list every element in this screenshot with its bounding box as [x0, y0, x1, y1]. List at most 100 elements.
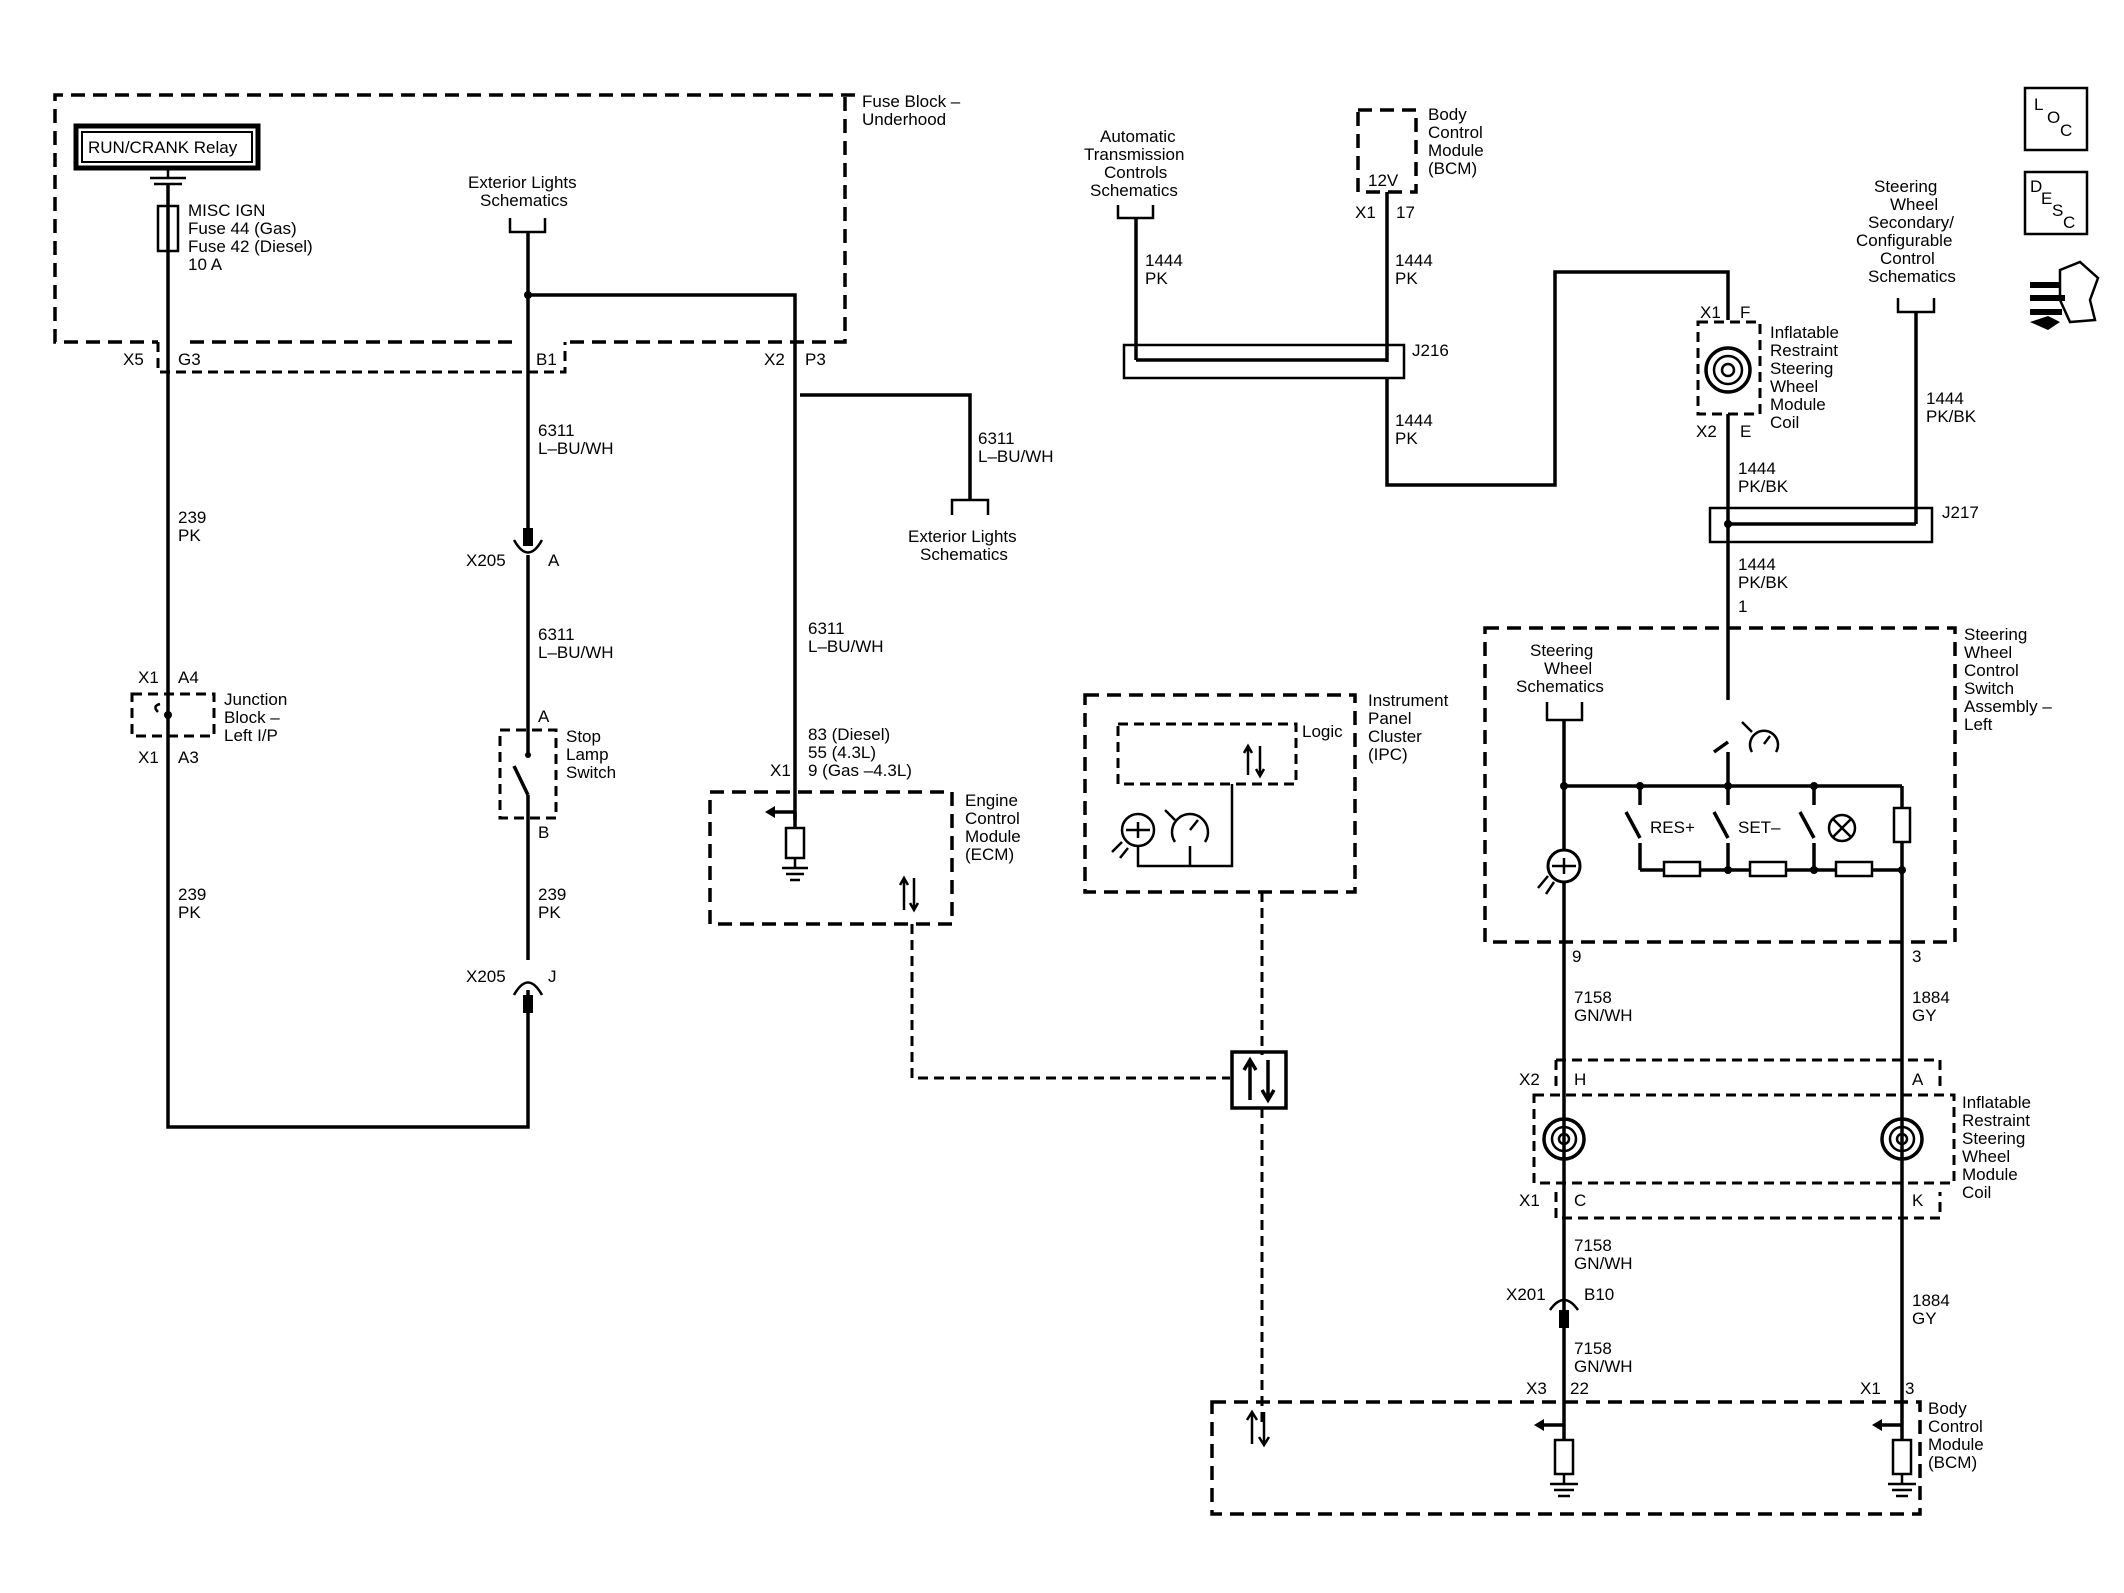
label-coil-top-name-5: Coil [1770, 413, 1799, 432]
label-wires-w6311-d-0: 6311 [808, 619, 845, 638]
label-bcm-top-name-2: Module [1428, 141, 1484, 160]
label-wires-w6311-a-1: L–BU/WH [538, 439, 614, 458]
label-fuse-block-pins-g3: G3 [178, 350, 201, 369]
label-wires-w239-top-1: PK [178, 526, 201, 545]
serial-data-splice-icon [1230, 1050, 1288, 1110]
label-wires-w239-top-0: 239 [178, 508, 206, 527]
label-x205j-pin: J [548, 967, 557, 986]
label-ext-lights-bottom-0: Exterior Lights [908, 527, 1017, 546]
label-ipc-name-2: Cluster [1368, 727, 1422, 746]
label-fuse-block-pins-x5: X5 [123, 350, 144, 369]
junction-block-left-ip: X1 A4 X1 A3 Junction Block – Left I/P [130, 668, 287, 767]
exterior-lights-ref-top[interactable]: Exterior Lights Schematics [468, 173, 577, 234]
label-wires-w7158-b-0: 7158 [1574, 1236, 1612, 1255]
label-ecm-name-0: Engine [965, 791, 1018, 810]
label-coil-top-name-2: Steering [1770, 359, 1833, 378]
label-wires-w239-bot-1: PK [178, 903, 201, 922]
label-sw-assembly-name-3: Switch [1964, 679, 2014, 698]
label-fuse-block-title2: Underhood [862, 110, 946, 129]
cruise-set-icon [1741, 721, 1780, 753]
cancel-switch-icon [1827, 813, 1857, 843]
label-coil-top-x1: X1 [1700, 303, 1721, 322]
label-fuse-block-fuse-2: Fuse 42 (Diesel) [188, 237, 313, 256]
label-wires-w1444-tcm-0: 1444 [1145, 251, 1183, 270]
label-sw-assembly-pin9: 9 [1572, 947, 1581, 966]
label-wires-w6311-c-0: 6311 [978, 429, 1015, 448]
label-tcm-ref-0: Automatic [1100, 127, 1176, 146]
label-sw-schematics-1: Wheel [1544, 659, 1592, 678]
inflatable-restraint-coil-top: X1 F X2 E Inflatable Restraint Steering … [1696, 303, 1839, 441]
label-wires-w1444-secondary-1: PK/BK [1926, 407, 1977, 426]
label-bcm-bottom-name-2: Module [1928, 1435, 1984, 1454]
loc-icon[interactable]: L O C [2023, 86, 2089, 152]
label-sw-assembly-pin3: 3 [1912, 947, 1921, 966]
label-ecm-pins-0: 83 (Diesel) [808, 725, 890, 744]
label-stop-lamp-name-1: Lamp [566, 745, 609, 764]
label-sw-assembly-res: RES+ [1650, 818, 1695, 837]
label-fuse-block-pins-x2: X2 [764, 350, 785, 369]
label-x205a-conn: X205 [466, 551, 506, 570]
label-icons-desc-1: E [2041, 189, 2052, 208]
label-icons-loc-1: O [2047, 108, 2060, 127]
label-stop-lamp-name-0: Stop [566, 727, 601, 746]
steering-wheel-schematics-ref[interactable]: Steering Wheel Schematics [1516, 641, 1604, 722]
connector-tool-icon[interactable] [2030, 260, 2100, 330]
label-wires-w1884-a-1: GY [1912, 1006, 1937, 1025]
label-wires-w239-mid-1: PK [538, 903, 561, 922]
label-bcm-top-x1: X1 [1355, 203, 1376, 222]
label-tcm-ref-1: Transmission [1084, 145, 1184, 164]
label-wires-w6311-b-1: L–BU/WH [538, 643, 614, 662]
label-ext-lights-top-1: Schematics [480, 191, 568, 210]
label-tcm-ref-3: Schematics [1090, 181, 1178, 200]
label-wires-w1444-j216-0: 1444 [1395, 411, 1433, 430]
label-fuse-block-relay: RUN/CRANK Relay [88, 138, 238, 157]
label-ipc-name-1: Panel [1368, 709, 1411, 728]
steering-wheel-secondary-ref[interactable]: Steering Wheel Secondary/ Configurable C… [1856, 177, 1956, 314]
desc-icon[interactable]: D E S C [2023, 170, 2089, 236]
label-bcm-bottom-x3: X3 [1526, 1379, 1547, 1398]
label-wires-w1444-tcm-1: PK [1145, 269, 1168, 288]
label-sw-secondary-4: Control [1880, 249, 1935, 268]
label-ipc-logic: Logic [1302, 722, 1343, 741]
label-fuse-block-fuse-1: Fuse 44 (Gas) [188, 219, 297, 238]
label-icons-desc-2: S [2052, 201, 2063, 220]
label-coil-bottom-x2: X2 [1519, 1070, 1540, 1089]
label-fuse-block-title1: Fuse Block – [862, 92, 961, 111]
label-wires-w1444-j217-0: 1444 [1738, 555, 1776, 574]
splice-j216: J216 [1122, 341, 1449, 380]
label-icons-desc-3: C [2063, 213, 2075, 232]
connector-x205-j: X205 J [466, 967, 557, 1013]
splice-j217: J217 [1708, 503, 1979, 544]
label-wires-w1884-b-1: GY [1912, 1309, 1937, 1328]
label-ecm-pins-2: 9 (Gas –4.3L) [808, 761, 912, 780]
label-icons-loc-2: C [2060, 121, 2072, 140]
label-j216: J216 [1412, 341, 1449, 360]
label-coil-bottom-name-5: Coil [1962, 1183, 1991, 1202]
label-sw-assembly-name-0: Steering [1964, 625, 2027, 644]
label-wires-w1444-j216-1: PK [1395, 429, 1418, 448]
label-wires-w7158-a-1: GN/WH [1574, 1006, 1633, 1025]
label-coil-bottom-x1: X1 [1519, 1191, 1540, 1210]
label-tcm-ref-2: Controls [1104, 163, 1167, 182]
exterior-lights-ref-bottom[interactable]: Exterior Lights Schematics [908, 498, 1017, 564]
instrument-panel-cluster: Logic Instrument Panel Cluster (IPC) [1083, 691, 1449, 894]
label-j217: J217 [1942, 503, 1979, 522]
label-coil-top-e: E [1740, 422, 1751, 441]
label-icons-desc-0: D [2030, 177, 2042, 196]
label-coil-bottom-name-4: Module [1962, 1165, 2018, 1184]
switch-backlight-icon [1537, 848, 1582, 895]
label-wires-w1884-a-0: 1884 [1912, 988, 1950, 1007]
label-junction-block-x1b: X1 [138, 748, 159, 767]
label-sw-assembly-name-1: Wheel [1964, 643, 2012, 662]
label-ext-lights-bottom-1: Schematics [920, 545, 1008, 564]
tcm-schematics-ref[interactable]: Automatic Transmission Controls Schemati… [1084, 127, 1184, 220]
serial-data-ecm [910, 924, 1230, 1080]
body-control-module-top: 12V Body Control Module (BCM) X1 17 [1355, 105, 1484, 222]
label-x201-pin: B10 [1584, 1285, 1614, 1304]
label-fuse-block-fuse-3: 10 A [188, 255, 223, 274]
wire-6311-p3 [528, 293, 797, 820]
label-coil-bottom-name-0: Inflatable [1962, 1093, 2031, 1112]
label-ecm-name-2: Module [965, 827, 1021, 846]
label-fuse-block-pins-p3: P3 [805, 350, 826, 369]
